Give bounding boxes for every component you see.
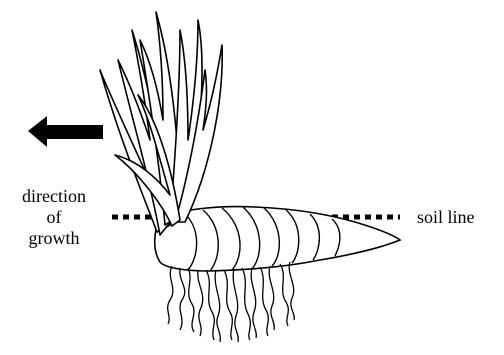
soil-line-label: soil line xyxy=(417,207,475,228)
shoot-leaves xyxy=(100,12,222,235)
left-arrow-icon xyxy=(28,116,103,147)
direction-label-line-3: growth xyxy=(4,228,104,249)
direction-of-growth-label: direction of growth xyxy=(4,186,104,249)
direction-label-line-2: of xyxy=(4,207,104,228)
roots xyxy=(168,262,295,342)
direction-label-line-1: direction xyxy=(4,186,104,207)
rhizome-body xyxy=(155,207,400,271)
